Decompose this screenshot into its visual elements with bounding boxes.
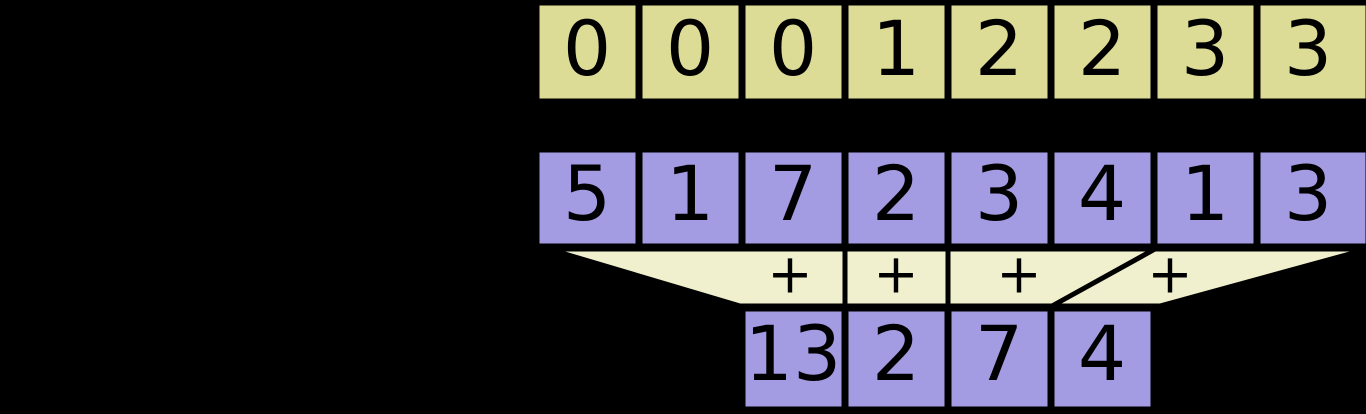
segment-cell-label: 3 — [1284, 4, 1332, 93]
segment-cell-rect — [1152, 0, 1259, 104]
value-cell-0: 5 — [534, 147, 641, 249]
results-row: 13 2 7 4 — [740, 306, 1156, 412]
result-cell-rect — [1049, 306, 1156, 412]
result-cell-label: 2 — [872, 309, 920, 398]
funnel-body — [547, 246, 1366, 309]
value-cell-label: 1 — [666, 149, 714, 238]
operator-0: + — [767, 243, 812, 306]
value-cell-3: 2 — [843, 147, 950, 249]
result-cell-rect — [946, 306, 1053, 412]
value-cell-7: 3 — [1255, 147, 1366, 249]
result-cell-3: 4 — [1049, 306, 1156, 412]
value-cell-5: 4 — [1049, 147, 1156, 249]
segment-cell-rect — [637, 0, 744, 104]
value-cell-4: 3 — [946, 147, 1053, 249]
operator-symbol: + — [873, 243, 918, 306]
operator-symbol: + — [767, 243, 812, 306]
segment-cell-2: 0 — [740, 0, 847, 104]
segment-cell-1: 0 — [637, 0, 744, 104]
segment-cell-label: 0 — [563, 4, 611, 93]
operator-symbol: + — [1147, 243, 1192, 306]
result-cell-label: 7 — [975, 309, 1023, 398]
value-cell-label: 2 — [872, 149, 920, 238]
value-cell-label: 3 — [975, 149, 1023, 238]
segment-cell-rect — [740, 0, 847, 104]
value-cell-rect — [1049, 147, 1156, 249]
result-cell-0: 13 — [740, 306, 847, 412]
reduction-funnel: + + + + — [547, 243, 1366, 309]
operator-3: + — [1147, 243, 1192, 306]
segment-cell-4: 2 — [946, 0, 1053, 104]
segment-cell-label: 0 — [666, 4, 714, 93]
result-cell-rect — [843, 306, 950, 412]
result-cell-rect — [740, 306, 847, 412]
segment-cell-6: 3 — [1152, 0, 1259, 104]
segment-cell-label: 2 — [975, 4, 1023, 93]
value-cell-1: 1 — [637, 147, 744, 249]
operator-1: + — [873, 243, 918, 306]
operator-2: + — [996, 243, 1041, 306]
result-cell-1: 2 — [843, 306, 950, 412]
segment-cell-label: 3 — [1181, 4, 1229, 93]
segment-id-row: 0 0 0 1 2 2 3 — [534, 0, 1366, 104]
result-cell-label: 13 — [745, 309, 842, 398]
segment-cell-rect — [946, 0, 1053, 104]
result-cell-label: 4 — [1078, 309, 1126, 398]
segment-cell-rect — [1255, 0, 1366, 104]
operator-symbol: + — [996, 243, 1041, 306]
value-cell-rect — [1255, 147, 1366, 249]
segment-cell-3: 1 — [843, 0, 950, 104]
segment-cell-7: 3 — [1255, 0, 1366, 104]
result-cell-2: 7 — [946, 306, 1053, 412]
segment-cell-5: 2 — [1049, 0, 1156, 104]
value-cell-rect — [843, 147, 950, 249]
value-cell-label: 4 — [1078, 149, 1126, 238]
funnel-divider-diagonal — [1050, 246, 1157, 309]
value-cell-rect — [740, 147, 847, 249]
value-cell-6: 1 — [1152, 147, 1259, 249]
segment-cell-0: 0 — [534, 0, 641, 104]
value-cell-2: 7 — [740, 147, 847, 249]
value-cell-label: 7 — [769, 149, 817, 238]
segment-cell-label: 0 — [769, 4, 817, 93]
value-cell-rect — [946, 147, 1053, 249]
segment-cell-label: 1 — [872, 4, 920, 93]
segment-cell-label: 2 — [1078, 4, 1126, 93]
value-cell-label: 5 — [563, 149, 611, 238]
value-cell-label: 1 — [1181, 149, 1229, 238]
segment-cell-rect — [534, 0, 641, 104]
value-cell-label: 3 — [1284, 149, 1332, 238]
values-row: 5 1 7 2 3 4 1 — [534, 147, 1366, 249]
